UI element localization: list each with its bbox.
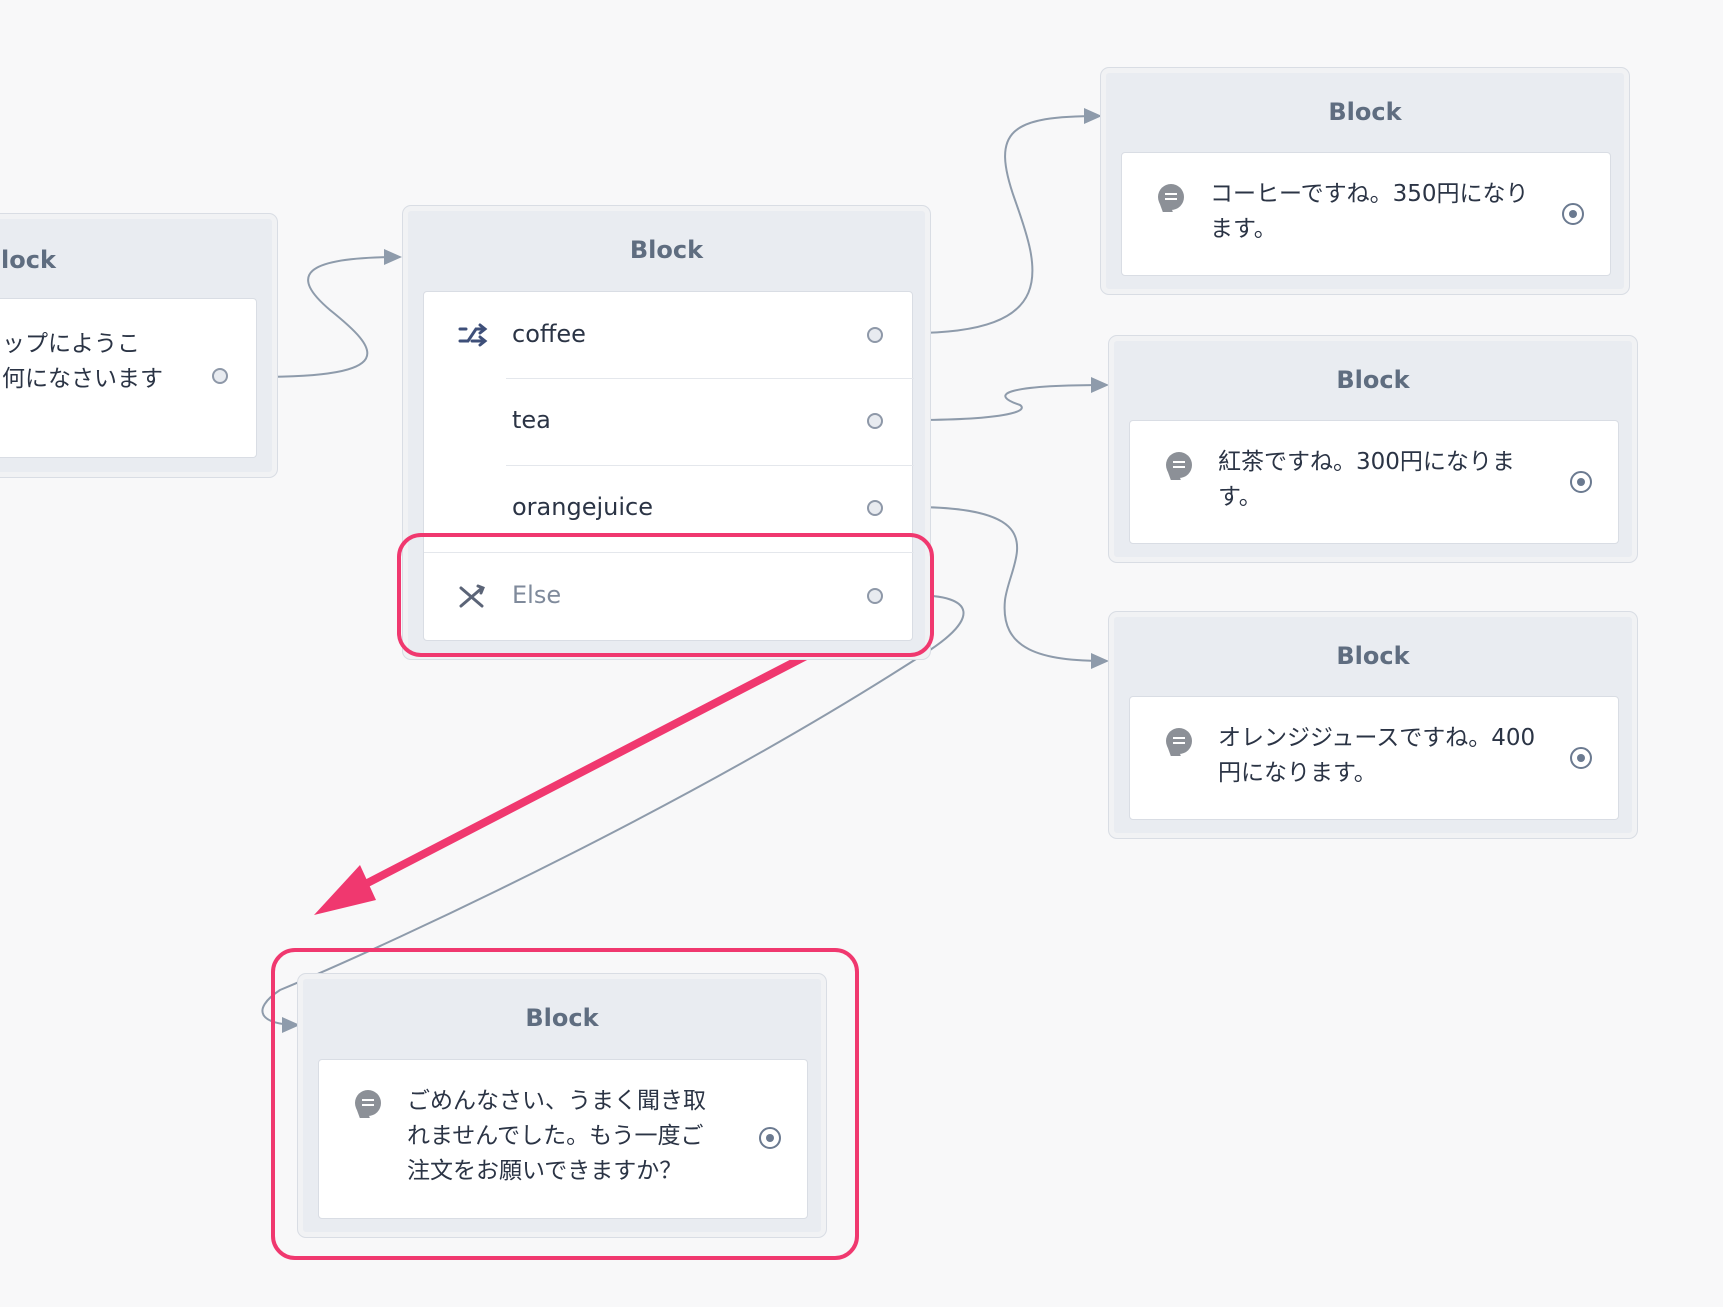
message-line: コーヒーですね。350円になり (1210, 181, 1529, 207)
message-line: オレンジジュースですね。400 (1218, 725, 1536, 751)
block-title: lock (1, 246, 56, 274)
tea-response-block[interactable]: Block 紅茶ですね。300円になりま す。 (1108, 335, 1638, 563)
shuffle-icon (458, 323, 488, 347)
target-dot-icon[interactable] (1570, 747, 1592, 769)
else-row-highlight (397, 533, 934, 657)
message-line: れませんでした。もう一度ご (407, 1123, 704, 1149)
output-port-icon[interactable] (867, 413, 883, 429)
target-dot-icon[interactable] (759, 1127, 781, 1149)
divider (506, 378, 914, 379)
message-bubble-icon (1166, 728, 1192, 754)
target-dot-icon[interactable] (1570, 471, 1592, 493)
message-card[interactable]: ごめんなさい、うまく聞き取 れませんでした。もう一度ご 注文をお願いできますか？ (318, 1059, 808, 1219)
else-label: Else (512, 581, 562, 609)
message-line: す。 (1218, 484, 1262, 510)
output-port-icon[interactable] (867, 588, 883, 604)
message-card[interactable]: 紅茶ですね。300円になりま す。 (1129, 420, 1619, 544)
message-line: 何になさいます (2, 366, 163, 392)
connector-start-to-choice (257, 249, 402, 378)
options-card: coffee tea orangejuice Else (423, 291, 914, 641)
block-title: Block (525, 1004, 599, 1032)
option-label: coffee (512, 320, 586, 348)
option-label: tea (512, 406, 551, 434)
message-line: ごめんなさい、うまく聞き取 (407, 1088, 706, 1114)
message-bubble-icon (1158, 184, 1184, 210)
message-line: ップにようこ (2, 331, 140, 357)
block-title: Block (1336, 366, 1410, 394)
message-card[interactable]: コーヒーですね。350円になり ます。 (1121, 152, 1611, 276)
option-label: orangejuice (512, 493, 653, 521)
message-line: 円になります。 (1218, 760, 1377, 786)
message-line: 注文をお願いできますか？ (407, 1158, 683, 1184)
coffee-response-block[interactable]: Block コーヒーですね。350円になり ます。 (1100, 67, 1630, 295)
else-response-block[interactable]: Block ごめんなさい、うまく聞き取 れませんでした。もう一度ご 注文をお願い… (297, 973, 827, 1238)
divider (506, 465, 914, 466)
annotation-arrow (346, 621, 870, 896)
block-title: Block (629, 236, 704, 264)
connector-tea (911, 377, 1109, 421)
option-row-orangejuice[interactable]: orangejuice (424, 466, 914, 552)
else-row[interactable]: Else (424, 553, 914, 641)
start-block[interactable]: lock ップにようこ 何になさいます (0, 213, 278, 478)
block-title: Block (1328, 98, 1402, 126)
message-card[interactable]: ップにようこ 何になさいます (0, 298, 257, 458)
message-line: 紅茶ですね。300円になりま (1218, 449, 1515, 475)
block-title: Block (1336, 642, 1410, 670)
output-port-icon[interactable] (867, 327, 883, 343)
divider (424, 552, 914, 553)
message-line: ます。 (1210, 216, 1277, 242)
target-dot-icon[interactable] (1562, 203, 1584, 225)
connector-else (261, 594, 965, 1033)
annotation-arrowhead (314, 865, 376, 915)
crossed-shuffle-icon (459, 584, 485, 608)
message-bubble-icon (355, 1090, 381, 1116)
message-card[interactable]: オレンジジュースですね。400 円になります。 (1129, 696, 1619, 820)
else-block-highlight (271, 948, 859, 1260)
output-port-icon[interactable] (212, 368, 228, 384)
connector-coffee (911, 108, 1102, 334)
message-bubble-icon (1166, 452, 1192, 478)
choice-block[interactable]: Block coffee tea orangejuice (402, 205, 931, 660)
option-row-coffee[interactable]: coffee (424, 292, 914, 378)
output-port-icon[interactable] (867, 500, 883, 516)
connector-orange (911, 506, 1109, 669)
orangejuice-response-block[interactable]: Block オレンジジュースですね。400 円になります。 (1108, 611, 1638, 839)
option-row-tea[interactable]: tea (424, 379, 914, 465)
